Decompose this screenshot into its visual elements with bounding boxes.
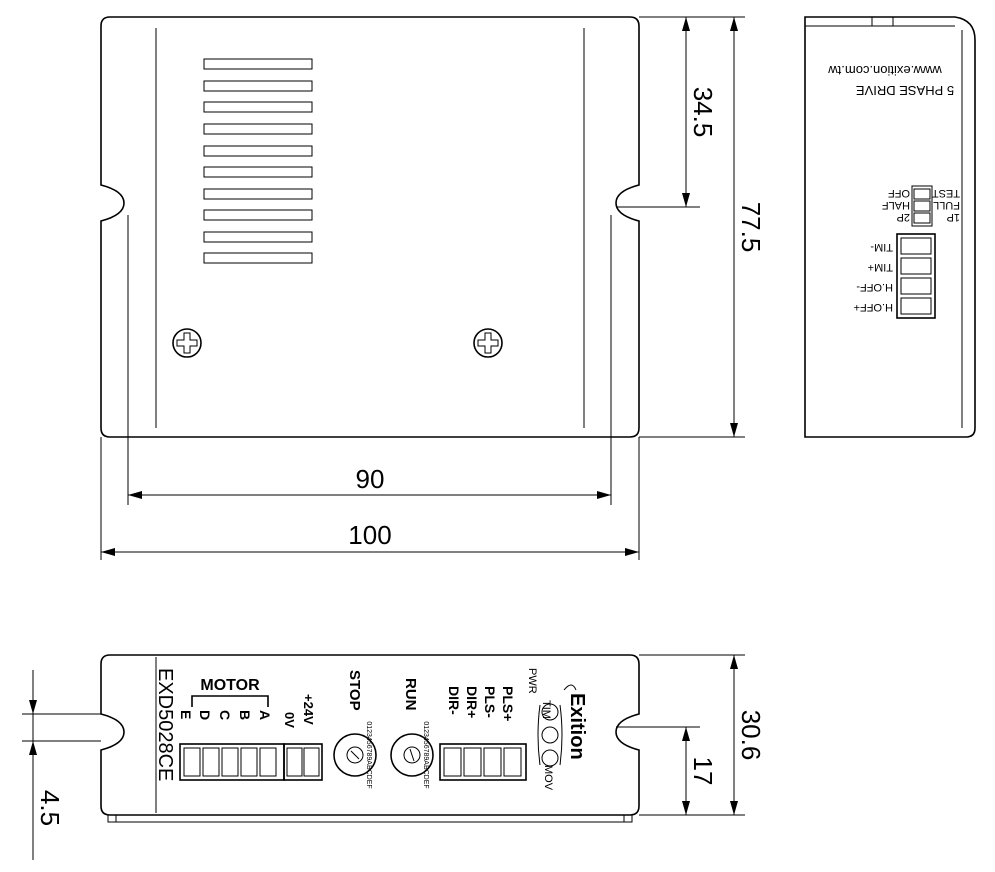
dimension-77-5: 77.5 [639,16,766,438]
svg-text:TIM: TIM [540,700,552,719]
svg-text:1P: 1P [947,211,960,223]
dimension-30-6: 30.6 [639,654,766,816]
vent-slot [203,58,313,70]
svg-text:DIR-: DIR- [446,686,462,715]
motor-terminal-block [179,743,285,781]
side-view: www.exition.com.tw 5 PHASE DRIVE OFF HAL… [804,16,976,438]
dimension-90: 90 [127,215,612,505]
signal-terminal-block [439,743,527,781]
svg-text:0V: 0V [282,712,297,728]
vent-slot [203,80,313,92]
vent-slot [203,166,313,178]
svg-text:0123456789ABCDEF: 0123456789ABCDEF [365,721,372,788]
dimension-100-label: 100 [348,520,391,550]
front-view-outline [100,654,640,816]
stop-dial-icon: 0123456789ABCDEF [333,721,377,789]
vent-slot [203,252,313,264]
vent-slot [203,145,313,157]
dimension-100: 100 [100,437,640,560]
svg-text:TIM+: TIM+ [868,261,893,273]
svg-text:Exition: Exition [566,693,588,760]
dimension-17-label: 17 [688,757,718,786]
front-view: EXD5028CE MOTOR E D C B A 0V +24V STOP [22,654,766,860]
top-view: 90 100 34.5 77.5 [100,16,766,560]
svg-text:A: A [257,710,273,720]
svg-text:MOV: MOV [542,765,554,791]
vent-slot [203,123,313,135]
svg-text:FULL: FULL [933,199,960,211]
dimension-30-6-label: 30.6 [736,710,766,761]
svg-text:H.OFF+: H.OFF+ [854,301,893,313]
dimension-4-5: 4.5 [22,670,101,860]
vent-slots [203,58,313,264]
brand-logo: Exition [563,684,588,760]
vent-slot [203,188,313,200]
dimension-17: 17 [616,726,718,816]
screw-icon [473,328,503,358]
svg-text:PLS+: PLS+ [500,686,516,721]
dimension-77-5-label: 77.5 [736,202,766,253]
svg-text:2P: 2P [897,211,910,223]
power-terminal-block [283,743,323,781]
svg-text:E: E [178,710,194,719]
stop-label: STOP [346,670,363,711]
side-view-outline [804,16,976,438]
svg-text:OFF: OFF [888,187,910,199]
svg-text:C: C [217,710,233,720]
vent-slot [203,231,313,243]
led-mov-icon [541,749,559,767]
led-pwr-icon [541,703,559,721]
motor-label: MOTOR [200,677,260,694]
run-dial-icon: 0123456789ABCDEF [390,721,434,789]
svg-text:DIR+: DIR+ [464,686,480,718]
svg-text:PLS-: PLS- [482,686,498,718]
svg-text:+24V: +24V [301,694,316,725]
svg-text:HALF: HALF [882,199,910,211]
run-label: RUN [402,678,419,711]
top-view-outline [100,16,640,438]
vent-slot [203,209,313,221]
vent-slot [203,101,313,113]
svg-text:H.OFF-: H.OFF- [856,281,893,293]
led-tim-icon [541,726,559,744]
side-terminal-block: TIM- TIM+ H.OFF- H.OFF+ [854,233,936,319]
dimension-90-label: 90 [356,464,385,494]
svg-text:TIM-: TIM- [870,241,893,253]
svg-text:B: B [237,710,253,720]
dimension-34-5: 34.5 [616,16,718,208]
dip-switch: OFF HALF 2P TEST FULL 1P [882,185,960,227]
side-drive-label: 5 PHASE DRIVE [856,83,955,98]
svg-text:D: D [197,710,213,720]
screw-icon [172,328,202,358]
svg-text:0123456789ABCDEF: 0123456789ABCDEF [422,721,429,788]
svg-text:PWR: PWR [526,668,538,694]
side-url: www.exition.com.tw [828,63,943,78]
dimension-4-5-label: 4.5 [35,790,65,826]
dimension-34-5-label: 34.5 [688,87,718,138]
svg-text:TEST: TEST [932,187,960,199]
model-number: EXD5028CE [154,668,176,781]
